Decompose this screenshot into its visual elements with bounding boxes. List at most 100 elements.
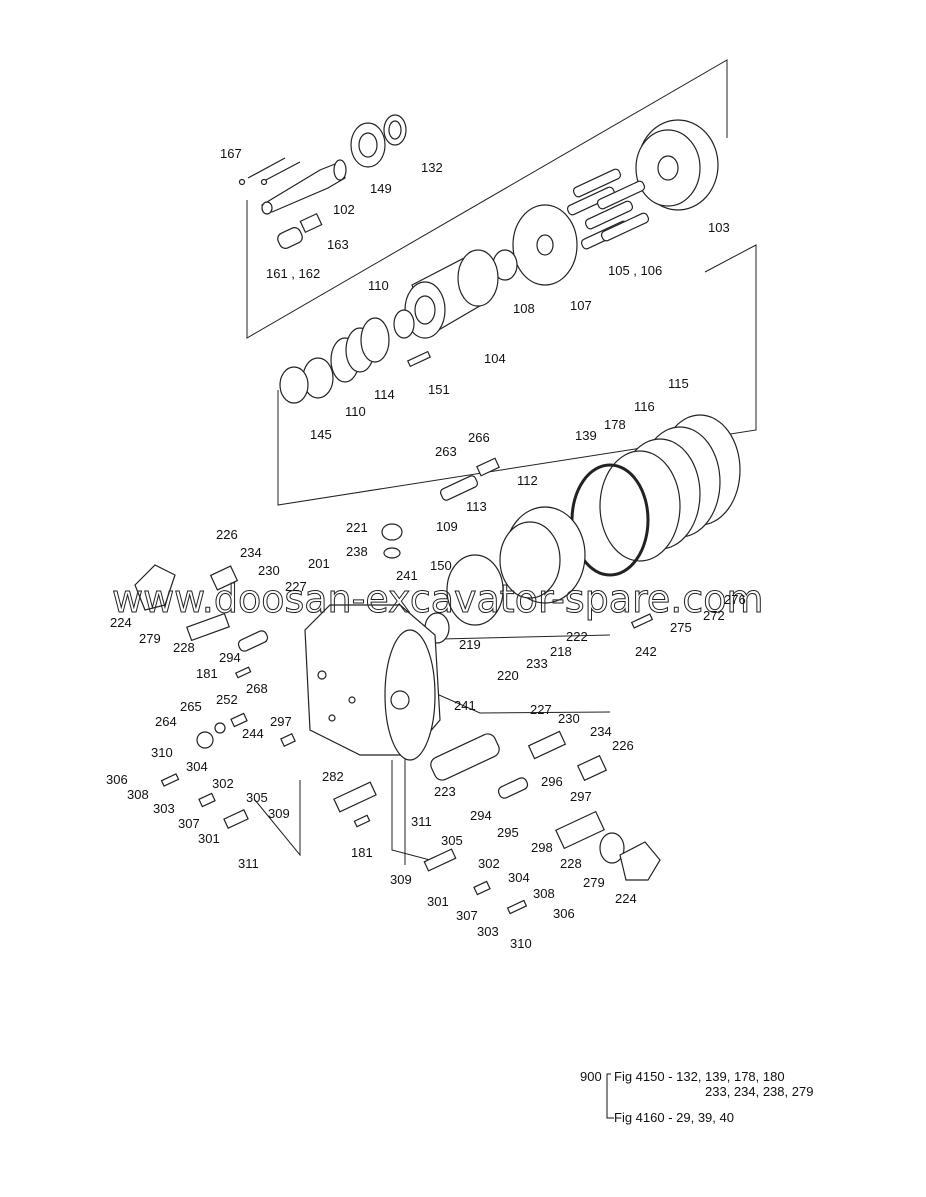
parts <box>134 114 741 915</box>
ref-line-3: Fig 4160 - 29, 39, 40 <box>614 1110 734 1125</box>
label-307-right: 307 <box>456 908 478 923</box>
part-303-left <box>160 773 180 787</box>
label-294-left: 294 <box>219 650 241 665</box>
label-305-right: 305 <box>441 833 463 848</box>
part-244 <box>280 733 296 747</box>
label-221: 221 <box>346 520 368 535</box>
label-112: 112 <box>517 473 538 488</box>
part-181-left <box>235 666 252 679</box>
label-296: 296 <box>541 774 563 789</box>
part-161 <box>277 227 303 249</box>
label-311-right: 311 <box>411 814 432 829</box>
label-282: 282 <box>322 769 344 784</box>
part-224-left <box>134 564 176 611</box>
label-242: 242 <box>635 644 657 659</box>
label-265: 265 <box>180 699 202 714</box>
part-109 <box>446 554 504 626</box>
label-233: 233 <box>526 656 548 671</box>
label-230-left: 230 <box>258 563 280 578</box>
part-305-left <box>223 809 249 829</box>
label-132: 132 <box>421 160 443 175</box>
label-116: 116 <box>634 399 655 414</box>
label-264: 264 <box>155 714 177 729</box>
part-224-right <box>619 841 661 881</box>
part-103 <box>635 119 719 211</box>
label-297-left: 297 <box>270 714 292 729</box>
label-181-right: 181 <box>351 845 373 860</box>
ref-line-1: Fig 4150 - 132, 139, 178, 180 <box>614 1069 785 1084</box>
label-222: 222 <box>566 629 588 644</box>
label-310-right: 310 <box>510 936 532 951</box>
part-102 <box>260 159 347 215</box>
label-234-right: 234 <box>590 724 612 739</box>
label-161-162: 161 , 162 <box>266 266 320 281</box>
label-234-left: 234 <box>240 545 262 560</box>
part-279-right <box>599 832 625 864</box>
label-104: 104 <box>484 351 506 366</box>
label-252: 252 <box>216 692 238 707</box>
part-149 <box>350 122 386 168</box>
label-113: 113 <box>466 499 487 514</box>
label-306-left: 306 <box>106 772 128 787</box>
part-114 <box>330 317 390 383</box>
part-167 <box>238 178 246 186</box>
part-303-right <box>506 899 528 915</box>
label-139: 139 <box>575 428 597 443</box>
label-308-right: 308 <box>533 886 555 901</box>
part-201-housing <box>304 604 441 761</box>
part-294-left <box>237 630 269 652</box>
label-163: 163 <box>327 237 349 252</box>
part-263 <box>439 475 479 501</box>
label-295: 295 <box>497 825 519 840</box>
label-305-left: 305 <box>246 790 268 805</box>
label-244: 244 <box>242 726 264 741</box>
label-263: 263 <box>435 444 457 459</box>
ref-number: 900 <box>580 1069 602 1084</box>
label-220: 220 <box>497 668 519 683</box>
part-228-left <box>186 612 230 642</box>
label-303-left: 303 <box>153 801 175 816</box>
label-301-right: 301 <box>427 894 449 909</box>
part-226-right <box>576 754 608 782</box>
part-242 <box>630 613 654 629</box>
part-227-right <box>527 730 567 760</box>
label-304-left: 304 <box>186 759 208 774</box>
part-264 <box>196 731 214 749</box>
label-201: 201 <box>308 556 330 571</box>
label-227-right: 227 <box>530 702 552 717</box>
part-238 <box>383 547 401 559</box>
label-150: 150 <box>430 558 452 573</box>
label-307-left: 307 <box>178 816 200 831</box>
label-226-left: 226 <box>216 527 238 542</box>
part-151 <box>406 350 432 368</box>
label-309-left: 309 <box>268 806 290 821</box>
label-308-left: 308 <box>127 787 149 802</box>
ref-line-2: 233, 234, 238, 279 <box>705 1084 813 1099</box>
label-226-right: 226 <box>612 738 634 753</box>
label-218: 218 <box>550 644 572 659</box>
label-151: 151 <box>428 382 450 397</box>
part-282 <box>333 781 377 813</box>
part-181-right <box>353 814 371 828</box>
part-252 <box>230 712 248 728</box>
part-107 <box>512 204 578 286</box>
label-223: 223 <box>434 784 456 799</box>
label-241-lower: 241 <box>454 698 476 713</box>
label-279-left: 279 <box>139 631 161 646</box>
part-110-upper <box>393 309 415 339</box>
label-228-right: 228 <box>560 856 582 871</box>
label-266: 266 <box>468 430 490 445</box>
part-labels: 167 102 149 132 163 161 , 162 103 105 , … <box>106 146 746 951</box>
label-309-right: 309 <box>390 872 412 887</box>
part-266 <box>476 457 500 477</box>
part-145 <box>279 366 309 404</box>
label-268: 268 <box>246 681 268 696</box>
label-224-right: 224 <box>615 891 637 906</box>
part-104 <box>404 249 499 339</box>
part-305-right <box>423 848 457 872</box>
label-178: 178 <box>604 417 626 432</box>
part-112 <box>499 506 586 604</box>
label-115: 115 <box>668 376 689 391</box>
label-311-left: 311 <box>238 856 259 871</box>
